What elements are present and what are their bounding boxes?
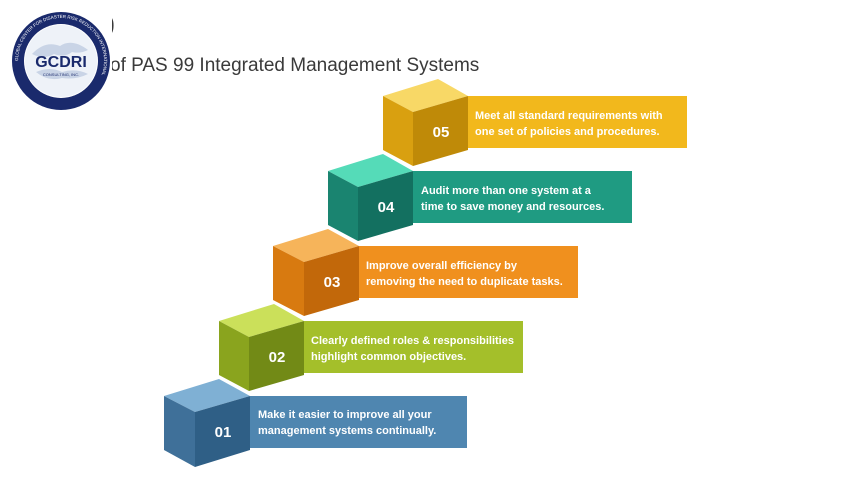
step-01-cube-left bbox=[164, 396, 195, 467]
step-04-cube-left bbox=[328, 171, 358, 241]
step-03-line1: Improve overall efficiency by bbox=[366, 260, 518, 272]
svg-text:CONSULTING, INC.: CONSULTING, INC. bbox=[43, 72, 79, 77]
step-03-cube-top bbox=[273, 229, 359, 262]
step-03-banner bbox=[359, 246, 578, 298]
step-05-banner bbox=[468, 96, 687, 148]
step-02-number: 02 bbox=[269, 349, 286, 366]
step-04-cube-top bbox=[328, 154, 413, 187]
step-01-line2: management systems continually. bbox=[258, 425, 436, 437]
step-01-line1: Make it easier to improve all your bbox=[258, 409, 432, 421]
step-02-line1: Clearly defined roles & responsibilities bbox=[311, 335, 514, 347]
step-01-cube-top bbox=[164, 379, 250, 412]
step-01-cube-front bbox=[195, 396, 250, 467]
step-02-cube-left bbox=[219, 321, 249, 391]
step-03-cube-front bbox=[304, 246, 359, 316]
slide-subtitle: of PAS 99 Integrated Management Systems bbox=[110, 55, 480, 76]
step-05: 05 Meet all standard requirements with o… bbox=[383, 79, 687, 166]
step-03: 03 Improve overall efficiency by removin… bbox=[273, 229, 578, 316]
step-02-banner bbox=[304, 321, 523, 373]
step-01: 01 Make it easier to improve all your ma… bbox=[164, 379, 467, 467]
step-05-cube-left bbox=[383, 96, 413, 166]
step-02-line2: highlight common objectives. bbox=[311, 351, 466, 363]
step-05-line1: Meet all standard requirements with bbox=[475, 110, 663, 122]
step-02-cube-top bbox=[219, 304, 304, 337]
step-04-banner bbox=[413, 171, 632, 223]
step-05-number: 05 bbox=[433, 124, 450, 141]
step-02: 02 Clearly defined roles & responsibilit… bbox=[219, 304, 523, 391]
step-05-line2: one set of policies and procedures. bbox=[475, 126, 660, 138]
step-01-number: 01 bbox=[215, 424, 232, 441]
step-04-line1: Audit more than one system at a bbox=[421, 185, 592, 197]
step-03-number: 03 bbox=[324, 274, 341, 291]
step-03-cube-left bbox=[273, 246, 304, 316]
step-02-cube-front bbox=[249, 321, 304, 391]
step-04: 04 Audit more than one system at a time … bbox=[328, 154, 632, 241]
step-01-banner bbox=[250, 396, 467, 448]
gcdri-logo: GCDRI CONSULTING, INC. GLOBAL CENTER FOR… bbox=[10, 10, 112, 112]
step-05-cube-top bbox=[383, 79, 468, 112]
step-05-cube-front bbox=[413, 96, 468, 166]
step-04-line2: time to save money and resources. bbox=[421, 201, 604, 213]
logo-wordmark: GCDRI bbox=[35, 54, 87, 71]
step-04-cube-front bbox=[358, 171, 413, 241]
step-04-number: 04 bbox=[378, 199, 395, 216]
step-03-line2: removing the need to duplicate tasks. bbox=[366, 276, 563, 288]
